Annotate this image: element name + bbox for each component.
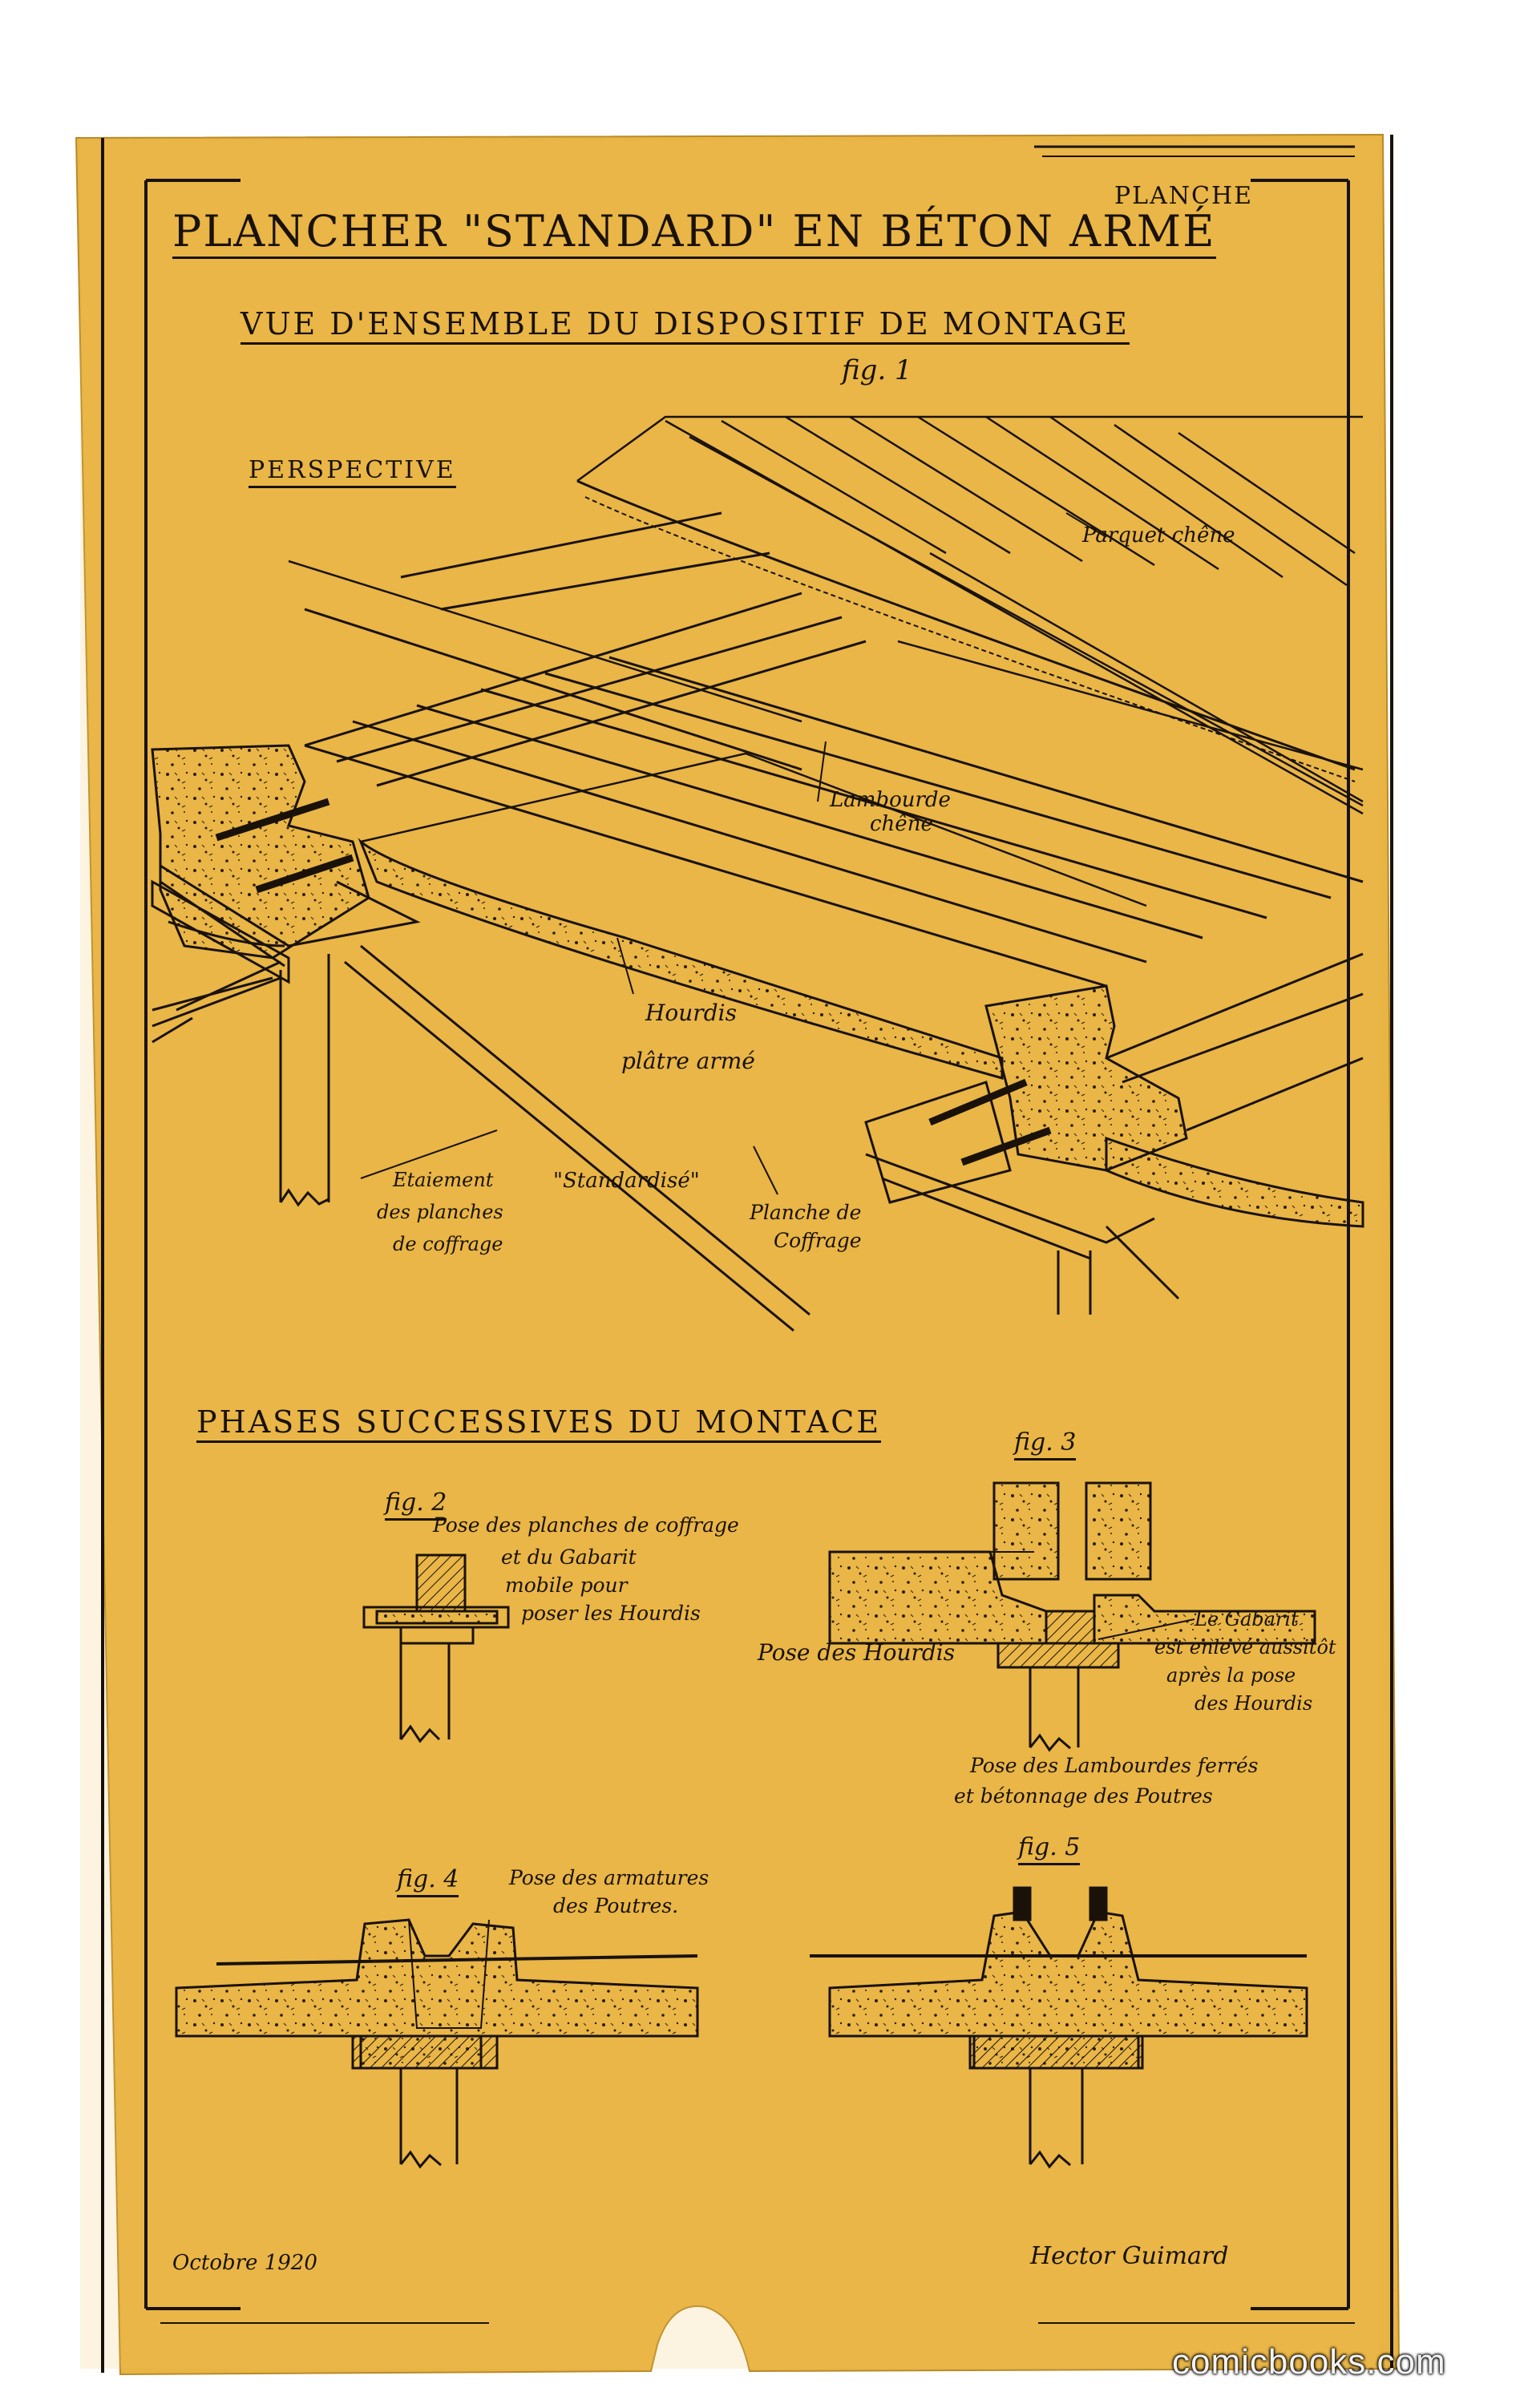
fig3-next-2: et bétonnage des Poutres [954, 1784, 1213, 1808]
lambourde-annotation-2: chêne [870, 812, 933, 836]
fig2-caption-1: Pose des planches de coffrage [433, 1513, 739, 1537]
etaiement-annotation-3: de coffrage [393, 1233, 503, 1255]
fig5-drawing [810, 1886, 1308, 2169]
fig2-caption-3: mobile pour [505, 1574, 628, 1597]
fig3-drawing [828, 1481, 1316, 1752]
fig4-caption-2: des Poutres. [553, 1894, 679, 1917]
fig2-drawing [362, 1553, 510, 1743]
sheet-border [101, 135, 1393, 2373]
fig3-next-1: Pose des Lambourdes ferrés [970, 1754, 1259, 1777]
hourdis-annotation-1: Hourdis [645, 1000, 737, 1026]
fig3-caption: Pose des Hourdis [758, 1639, 956, 1666]
watermark: comicbooks.com [1172, 2342, 1446, 2382]
fig5-label: fig. 5 [1018, 1836, 1081, 1865]
fig2-caption-4: poser les Hourdis [521, 1602, 701, 1625]
etaiement-annotation-2: des planches [377, 1201, 503, 1223]
etaiement-annotation-1: Etaiement [393, 1169, 494, 1191]
fig1-section-title: VUE D'ENSEMBLE DU DISPOSITIF DE MONTAGE [241, 309, 1130, 345]
fig2-caption-2: et du Gabarit [501, 1545, 637, 1569]
phases-section-title: PHASES SUCCESSIVES DU MONTACE [196, 1407, 882, 1443]
fig4-label: fig. 4 [397, 1868, 459, 1897]
fig3-note-1: Le Gabarit [1195, 1608, 1299, 1630]
fig2-label: fig. 2 [385, 1491, 447, 1521]
perspective-label: PERSPECTIVE [249, 459, 456, 488]
fig3-note-2: est enlevé aussitôt [1154, 1636, 1336, 1659]
lambourde-annotation-1: Lambourde [830, 788, 951, 812]
planche-annotation-1: Planche de [750, 1201, 862, 1224]
plate-label: PLANCHE [1114, 182, 1254, 210]
fig3-label: fig. 3 [1014, 1431, 1077, 1461]
fig3-note-4: des Hourdis [1195, 1692, 1313, 1715]
fig4-drawing [175, 1918, 699, 2169]
planche-annotation-2: Coffrage [774, 1229, 862, 1252]
fig3-note-3: après la pose [1166, 1664, 1296, 1687]
standardise-annotation: "Standardisé" [553, 1169, 700, 1193]
parquet-annotation: Parquet chêne [1082, 523, 1235, 547]
hourdis-annotation-2: plâtre armé [621, 1048, 755, 1074]
perspective-drawing [151, 415, 1364, 1332]
fig4-caption-1: Pose des armatures [509, 1866, 709, 1889]
date-label: Octobre 1920 [172, 2251, 317, 2275]
signature: Hector Guimard [1030, 2242, 1229, 2270]
page-title: PLANCHER "STANDARD" EN BÉTON ARMÉ [172, 210, 1216, 259]
fig1-label: fig. 1 [842, 354, 912, 386]
